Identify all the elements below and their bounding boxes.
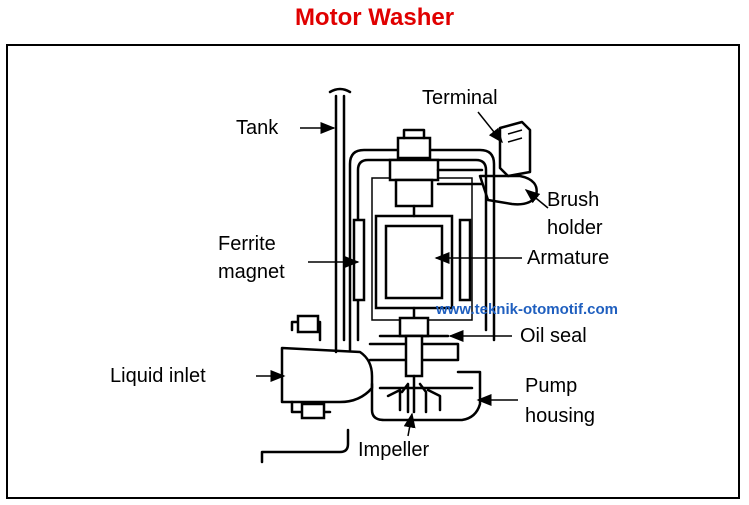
label-tank: Tank [236, 117, 279, 139]
label-brush-holder-line1: Brush [547, 189, 599, 211]
terminal-brush-assembly [436, 120, 538, 206]
label-brush-holder-line2: holder [547, 217, 603, 239]
top-bearing [388, 128, 440, 208]
tank-wall [328, 87, 352, 354]
label-pump-housing-line2: housing [525, 405, 595, 427]
impeller [386, 374, 442, 414]
label-oil-seal: Oil seal [520, 325, 587, 347]
diagram-frame [6, 44, 740, 499]
outlet-pipe [260, 428, 350, 464]
diagram-title: Motor Washer [294, 4, 455, 31]
label-impeller: Impeller [358, 439, 429, 461]
pump-housing [370, 370, 482, 422]
watermark-url: www.teknik-otomotif.com [435, 301, 618, 318]
label-ferrite-magnet-line2: magnet [218, 261, 285, 283]
leader-lines [256, 111, 549, 437]
label-armature: Armature [527, 247, 609, 269]
oil-seal [368, 334, 460, 378]
label-terminal: Terminal [422, 87, 498, 109]
label-ferrite-magnet-line1: Ferrite [218, 233, 276, 255]
liquid-inlet [280, 314, 374, 420]
label-pump-housing-line1: Pump [525, 375, 577, 397]
label-liquid-inlet: Liquid inlet [110, 365, 206, 387]
